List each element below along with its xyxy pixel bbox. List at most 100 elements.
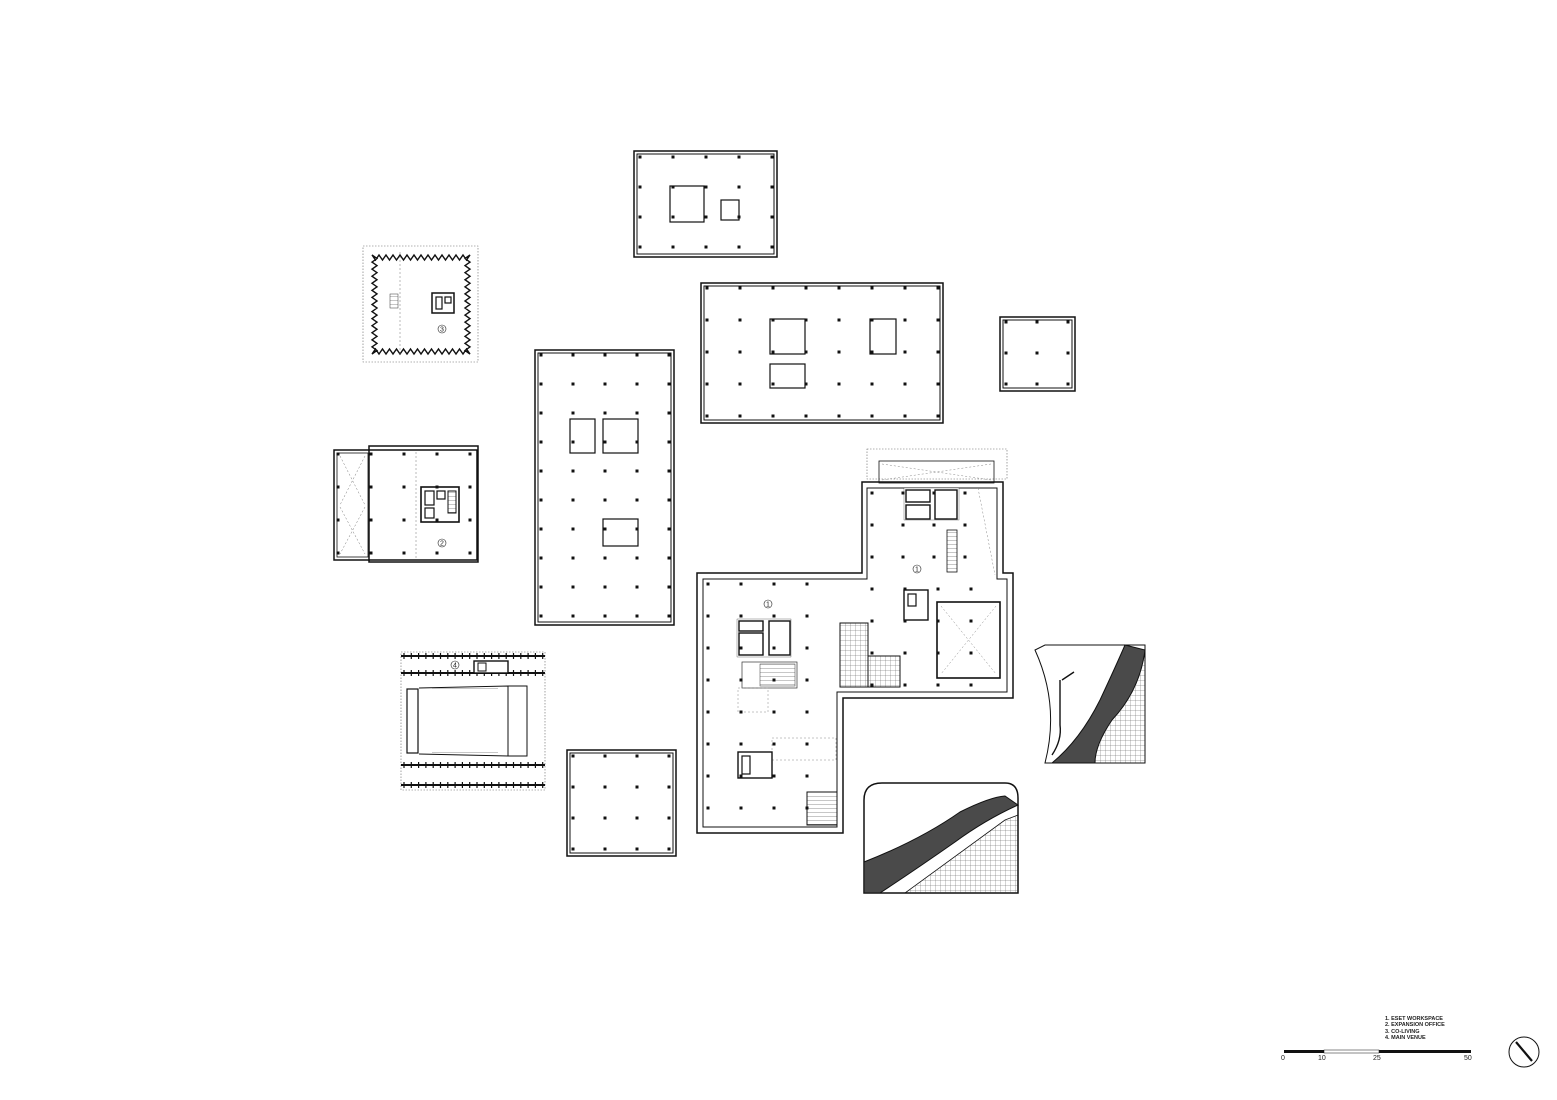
structural-column <box>738 382 742 386</box>
structural-column <box>539 527 543 531</box>
structural-column <box>635 556 639 560</box>
structural-column <box>903 350 907 354</box>
structural-column <box>435 452 439 456</box>
structural-column <box>402 551 406 555</box>
structural-column <box>932 491 936 495</box>
structural-column <box>903 587 907 591</box>
structural-column <box>435 518 439 522</box>
structural-column <box>936 382 940 386</box>
structural-column <box>870 555 874 559</box>
structural-column <box>804 350 808 354</box>
structural-column <box>771 414 775 418</box>
structural-column <box>539 556 543 560</box>
structural-column <box>837 318 841 322</box>
structural-column <box>635 585 639 589</box>
structural-column <box>936 619 940 623</box>
tag-workspace-lower: 1 <box>766 602 770 609</box>
legend-item: 2. EXPANSION OFFICE <box>1385 1022 1445 1029</box>
structural-column <box>969 587 973 591</box>
structural-column <box>603 754 607 758</box>
structural-column <box>870 318 874 322</box>
structural-column <box>603 411 607 415</box>
tag-expansion: 2 <box>440 541 444 548</box>
scale-tick-label: 10 <box>1318 1055 1326 1062</box>
structural-column <box>903 683 907 687</box>
structural-column <box>805 614 809 618</box>
structural-column <box>571 816 575 820</box>
structural-column <box>772 806 776 810</box>
structural-column <box>435 551 439 555</box>
structural-column <box>603 585 607 589</box>
structural-column <box>671 215 675 219</box>
structural-column <box>571 847 575 851</box>
tag-coliving: 3 <box>440 327 444 334</box>
structural-column <box>539 614 543 618</box>
structural-column <box>571 556 575 560</box>
tag-venue: 4 <box>453 663 457 670</box>
structural-column <box>739 582 743 586</box>
structural-column <box>336 452 340 456</box>
structural-column <box>804 318 808 322</box>
structural-column <box>706 806 710 810</box>
structural-column <box>771 382 775 386</box>
structural-column <box>671 185 675 189</box>
structural-column <box>603 556 607 560</box>
structural-column <box>870 350 874 354</box>
structural-column <box>571 785 575 789</box>
structural-column <box>603 498 607 502</box>
structural-column <box>635 785 639 789</box>
structural-column <box>969 683 973 687</box>
structural-column <box>738 414 742 418</box>
structural-column <box>737 155 741 159</box>
structural-column <box>770 155 774 159</box>
structural-column <box>739 774 743 778</box>
structural-column <box>539 498 543 502</box>
structural-column <box>837 382 841 386</box>
structural-column <box>870 286 874 290</box>
structural-column <box>1066 351 1070 355</box>
structural-column <box>837 286 841 290</box>
structural-column <box>705 318 709 322</box>
structural-column <box>870 651 874 655</box>
structural-column <box>603 469 607 473</box>
structural-column <box>704 215 708 219</box>
structural-column <box>635 382 639 386</box>
structural-column <box>571 382 575 386</box>
structural-column <box>603 440 607 444</box>
structural-column <box>638 185 642 189</box>
structural-column <box>1035 351 1039 355</box>
structural-column <box>936 350 940 354</box>
structural-column <box>770 215 774 219</box>
structural-column <box>706 774 710 778</box>
structural-column <box>635 614 639 618</box>
structural-column <box>936 683 940 687</box>
structural-column <box>1066 320 1070 324</box>
legend-item: 4. MAIN VENUE <box>1385 1035 1426 1042</box>
scale-tick-label: 50 <box>1464 1055 1472 1062</box>
structural-column <box>336 518 340 522</box>
structural-column <box>704 155 708 159</box>
structural-column <box>737 245 741 249</box>
structural-column <box>706 678 710 682</box>
structural-column <box>667 816 671 820</box>
structural-column <box>903 619 907 623</box>
structural-column <box>739 678 743 682</box>
structural-column <box>638 215 642 219</box>
structural-column <box>571 585 575 589</box>
structural-column <box>870 414 874 418</box>
structural-column <box>635 411 639 415</box>
structural-column <box>667 614 671 618</box>
structural-column <box>571 754 575 758</box>
structural-column <box>667 556 671 560</box>
structural-column <box>468 518 472 522</box>
structural-column <box>705 414 709 418</box>
structural-column <box>738 318 742 322</box>
structural-column <box>739 646 743 650</box>
pavilion-right <box>1034 644 1146 764</box>
structural-column <box>571 353 575 357</box>
structural-column <box>571 411 575 415</box>
scale-bar <box>1284 1049 1471 1054</box>
structural-column <box>805 678 809 682</box>
structural-column <box>772 774 776 778</box>
structural-column <box>635 847 639 851</box>
